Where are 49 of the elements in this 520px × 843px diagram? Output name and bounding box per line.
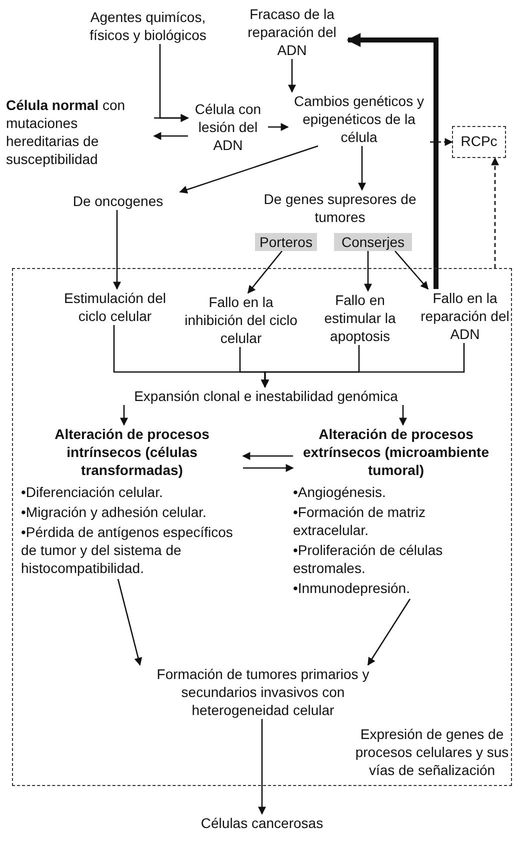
arrow bbox=[120, 405, 128, 426]
list-item: •Angiogénesis. bbox=[293, 483, 387, 501]
process-label: Expansión clonal e inestabilidad genómica bbox=[101, 387, 431, 405]
effect-label: Estimulación del ciclo celular bbox=[53, 289, 177, 325]
cell-label: Célula con lesión del ADN bbox=[188, 100, 268, 154]
arrow bbox=[243, 464, 294, 472]
region-label: Expresión de genes de procesos celulares y sus vías de señalización bbox=[354, 725, 510, 779]
effect-label: Fallo en la inhibición del ciclo celular bbox=[179, 293, 303, 347]
dashed-region bbox=[12, 268, 512, 786]
list-item: •Diferenciación celular. bbox=[21, 483, 164, 501]
effect-label: Fallo en estimular la apoptosis bbox=[307, 291, 413, 345]
dashed-arrow bbox=[430, 138, 453, 146]
arrow bbox=[394, 250, 429, 290]
arrow bbox=[258, 719, 266, 815]
list-item: •Inmunodepresión. bbox=[293, 579, 411, 597]
arrow bbox=[248, 250, 282, 294]
cause-label: Fracaso de la reparación del ADN bbox=[236, 5, 348, 59]
dashed-node: RCPc bbox=[452, 126, 506, 158]
arrow bbox=[154, 114, 189, 122]
arrow bbox=[288, 59, 296, 93]
cell-label: Célula normal con mutaciones hereditarias de susceptibilidad bbox=[6, 96, 154, 168]
gene-label: De genes supresores de tumores bbox=[256, 190, 424, 226]
arrow bbox=[117, 578, 142, 666]
arrow bbox=[367, 598, 411, 666]
list-item: •Formación de matriz extracelular. bbox=[293, 503, 426, 539]
gene-label: De oncogenes bbox=[50, 192, 186, 210]
highlight-label: Conserjes bbox=[334, 233, 412, 251]
list-item: •Migración y adhesión celular. bbox=[21, 503, 208, 521]
outcome-label: Células cancerosas bbox=[170, 814, 354, 832]
cause-label: Agentes quimícos, físicos y biológicos bbox=[70, 8, 226, 44]
highlight-label: Porteros bbox=[255, 233, 317, 251]
change-label: Cambios genéticos y epigenéticos de la célula bbox=[288, 92, 430, 146]
section-heading: Alteración de procesos extrínsecos (microambiente tumoral) bbox=[302, 425, 490, 479]
arrow bbox=[364, 251, 372, 292]
list-item: •Proliferación de células estromales. bbox=[293, 541, 444, 577]
dashed-arrow bbox=[491, 157, 499, 268]
arrow bbox=[153, 132, 188, 140]
arrow bbox=[113, 210, 121, 290]
effect-label: Fallo en la reparación del ADN bbox=[419, 289, 511, 343]
arrow bbox=[261, 343, 465, 388]
thick-arrow bbox=[346, 33, 438, 289]
list-item: •Pérdida de antígenos específicos de tumor y del sistema de histocompatibilidad. bbox=[21, 523, 234, 577]
arrow bbox=[358, 146, 366, 191]
section-heading: Alteración de procesos intrínsecos (células transformadas) bbox=[54, 425, 210, 479]
arrow bbox=[242, 452, 293, 460]
arrow bbox=[268, 123, 289, 131]
arrow bbox=[179, 145, 318, 194]
arrow bbox=[399, 405, 407, 426]
outcome-label: Formación de tumores primarios y secundarios invasivos con heterogeneidad celular bbox=[136, 665, 390, 719]
